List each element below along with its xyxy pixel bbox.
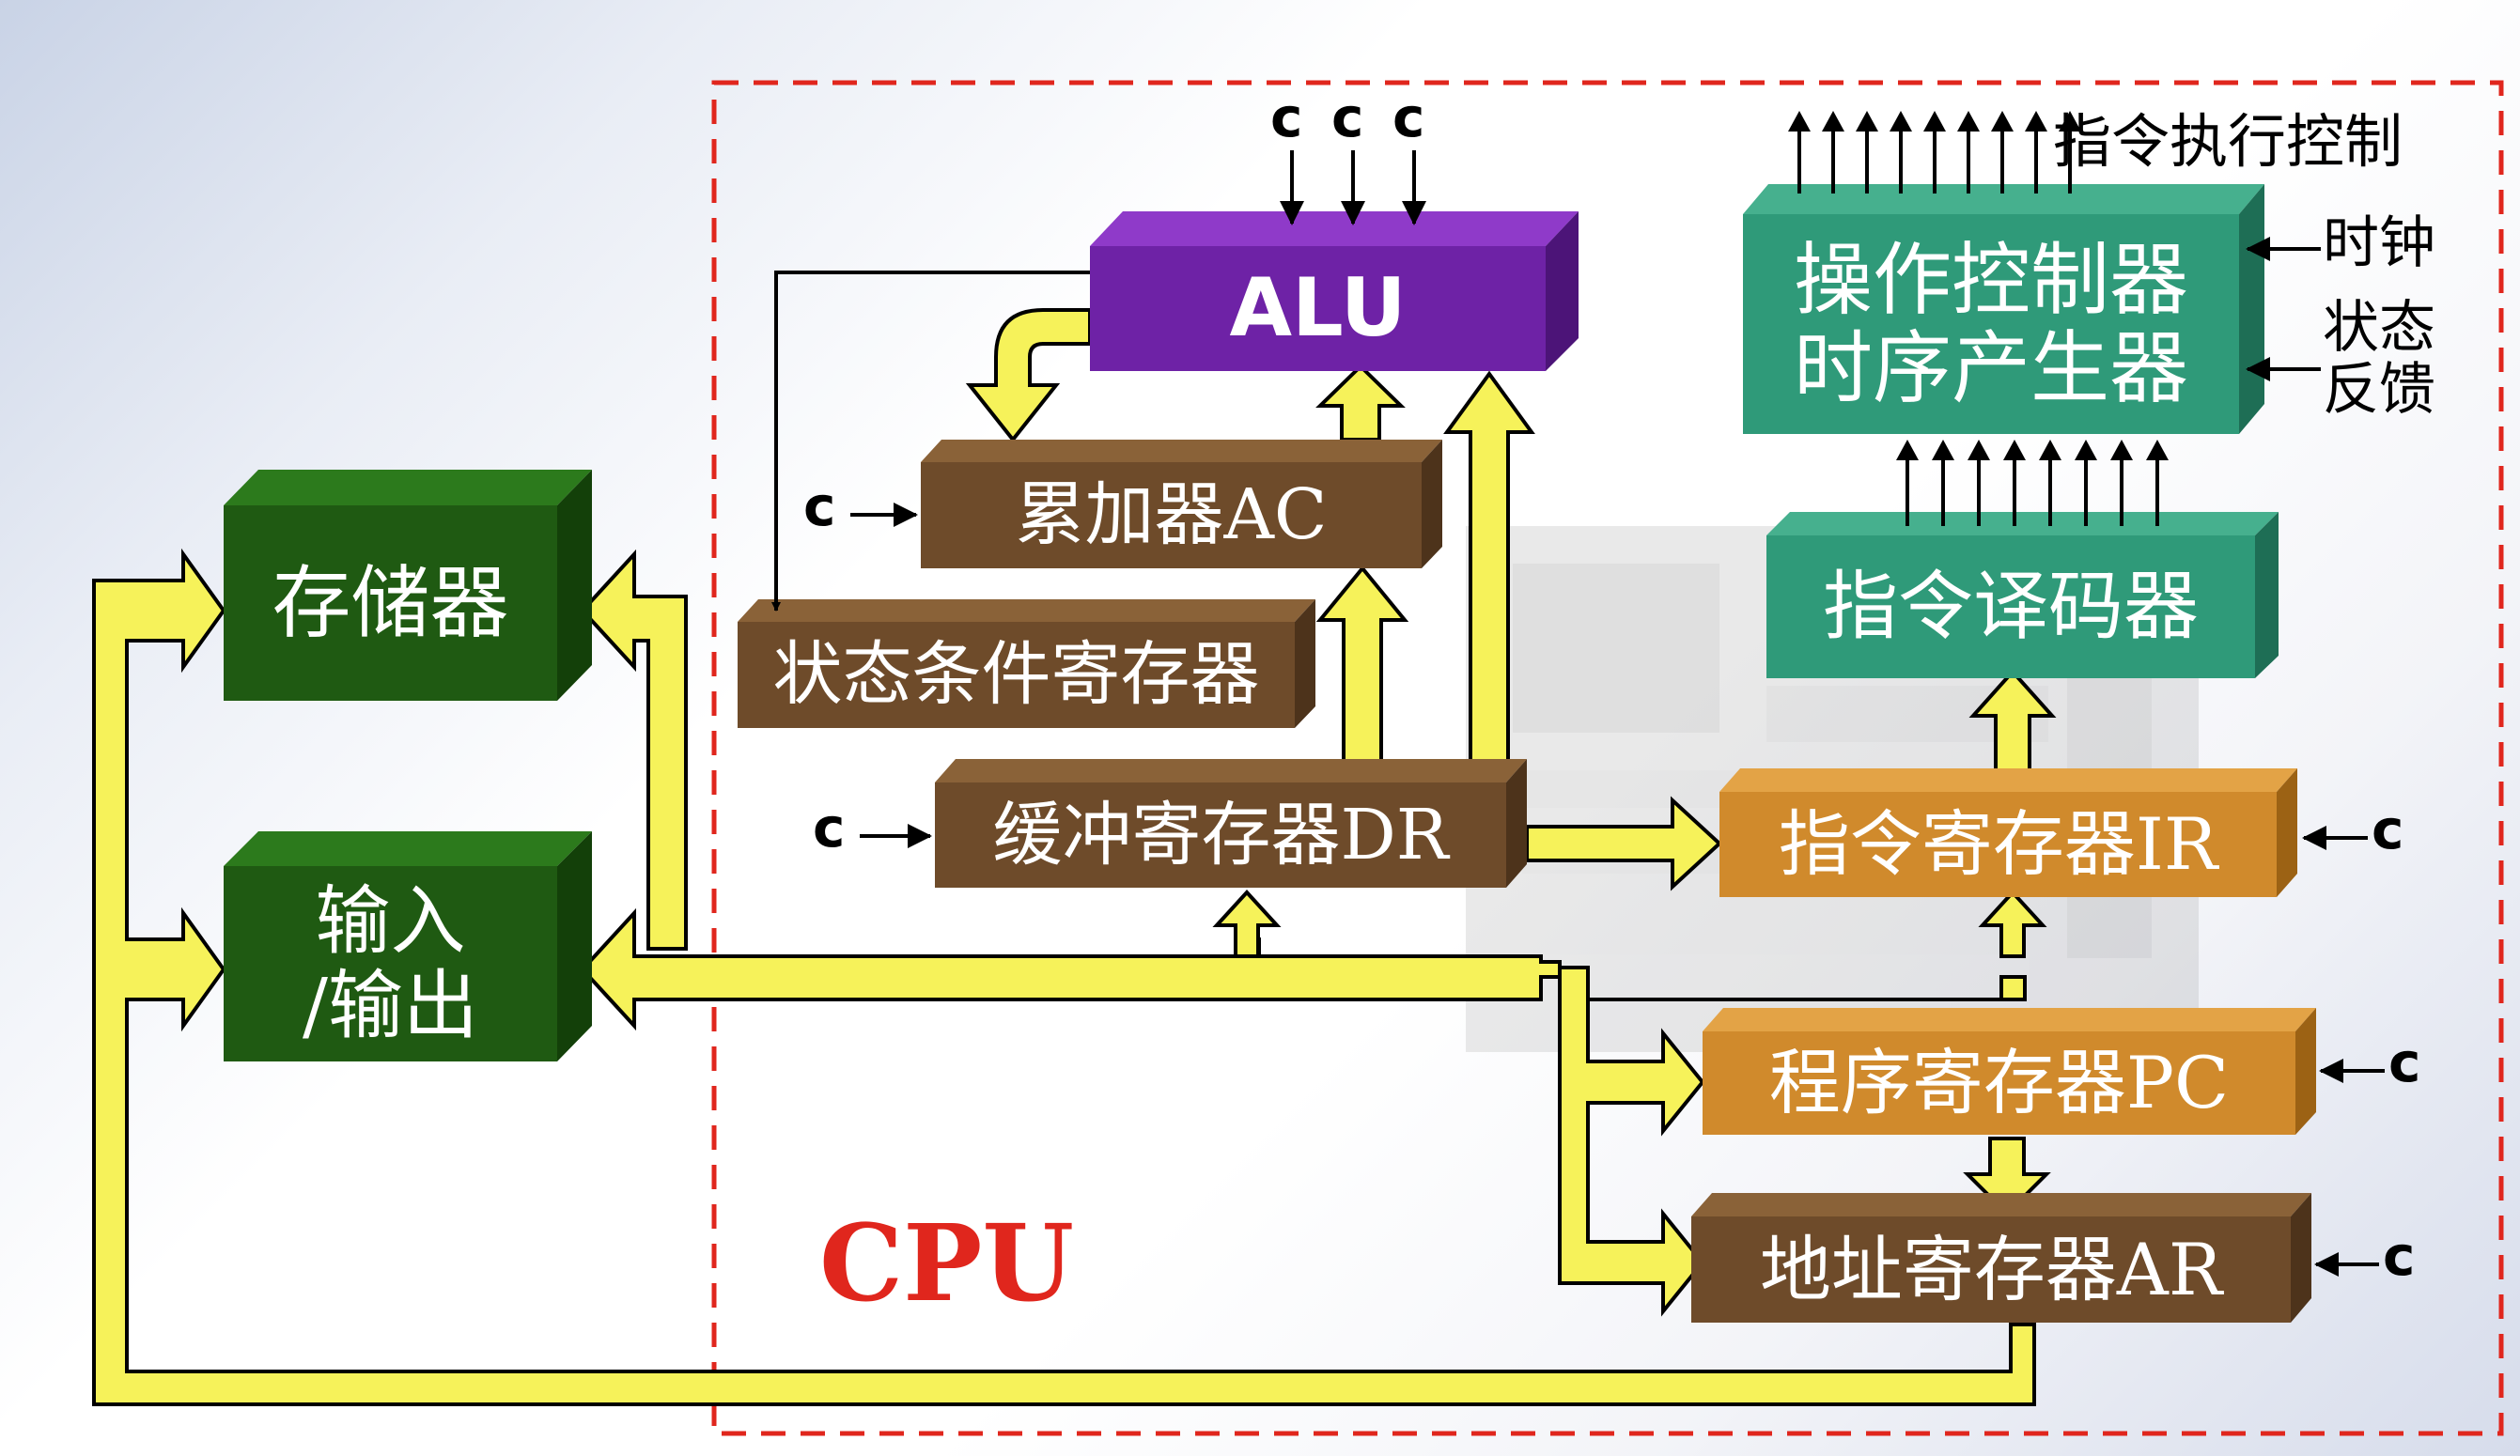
exec-control-arrow-head-7 (1991, 111, 2014, 132)
io-label: 输入 /输出 (224, 866, 557, 1061)
decoder-output-arrow-head-1 (1896, 440, 1919, 460)
cpu-boundary (711, 80, 2504, 1436)
alu-block (1090, 211, 1579, 371)
memory-block (224, 470, 592, 701)
control-lines (771, 150, 2385, 1277)
program-counter-block (1703, 1008, 2316, 1135)
decoder-block (1766, 512, 2279, 678)
ar-control-signal: c (2383, 1224, 2416, 1288)
address-bus (92, 548, 2036, 1406)
status-feedback-label-line1: 状态 (2323, 295, 2435, 361)
alu-to-ac-arrow (965, 308, 1092, 443)
decoder-output-arrow-head-6 (2075, 440, 2097, 460)
controller-label-line1: 操作控制器 (1793, 233, 2188, 326)
exec-control-arrow-head-1 (1788, 111, 1811, 132)
decoder-output-arrow-head-7 (2110, 440, 2133, 460)
exec-control-arrow-head-9 (2059, 111, 2081, 132)
ir-control-signal: c (2372, 798, 2404, 861)
pc-control-signal: c (2388, 1030, 2421, 1094)
alu-control-signal-3: c (1392, 85, 1425, 149)
alu-label: ALU (1229, 261, 1407, 356)
io-label-line2: /输出 (303, 962, 478, 1049)
memory-bus-link (580, 549, 688, 951)
instruction-register-label: 指令寄存器IR (1778, 802, 2218, 887)
accumulator-block (921, 440, 1442, 568)
ac-to-alu-arrow (1315, 364, 1406, 441)
decoder-output-arrow-head-2 (1932, 440, 1954, 460)
memory-label: 存储器 (272, 556, 509, 649)
bus-to-dr-arrow (1212, 890, 1282, 958)
instruction-register-block (1719, 768, 2297, 897)
decoder-output-arrow-head-8 (2146, 440, 2169, 460)
exec-control-arrow-head-4 (1890, 111, 1912, 132)
alu-control-signal-2: c (1331, 85, 1364, 149)
address-register-block (1691, 1193, 2311, 1323)
exec-control-arrow-head-3 (1856, 111, 1878, 132)
data-buses (92, 308, 2057, 1406)
status-feedback-label-line2: 反馈 (2323, 357, 2435, 423)
exec-control-arrow-head-6 (1957, 111, 1980, 132)
bus-to-pc-ar (1558, 966, 1705, 1317)
cpu-label: CPU (819, 1202, 1075, 1325)
clock-label: 时钟 (2323, 210, 2435, 276)
controller-block (1743, 184, 2264, 434)
dr-to-alu-arrow (1443, 370, 1535, 767)
decoder-output-arrow-head-4 (2003, 440, 2026, 460)
ac-control-signal: c (803, 474, 836, 538)
alu-control-signal-1: c (1270, 85, 1303, 149)
address-register-label: 地址寄存器AR (1759, 1227, 2223, 1311)
status-register-block (738, 599, 1315, 728)
exec-control-arrow-head-2 (1822, 111, 1844, 132)
bus-to-ir-arrow (1978, 890, 2047, 958)
io-block (224, 831, 592, 1061)
exec-control-arrows (1788, 111, 2081, 194)
controller-label-line2: 时序产生器 (1793, 322, 2188, 414)
decoder-output-arrow-head-3 (1968, 440, 1990, 460)
accumulator-label: 累加器AC (1015, 474, 1328, 556)
controller-label: 操作控制器 时序产生器 (1743, 214, 2239, 434)
decoder-label: 指令译码器 (1823, 563, 2199, 651)
dr-to-ac-arrow (1315, 565, 1409, 767)
buffer-register-block (935, 759, 1527, 888)
io-label-line1: 输入 (315, 877, 466, 966)
decoder-to-controller-arrows (1896, 440, 2169, 526)
dr-control-signal: c (813, 796, 846, 860)
dr-to-ir-arrow (1525, 796, 1722, 891)
exec-control-arrow-head-5 (1923, 111, 1946, 132)
buffer-register-label: 缓冲寄存器DR (992, 794, 1449, 875)
decoder-output-arrow-head-5 (2039, 440, 2061, 460)
exec-control-label: 指令执行控制 (2053, 107, 2403, 176)
exec-control-arrow-head-8 (2025, 111, 2047, 132)
program-counter-label: 程序寄存器PC (1768, 1041, 2230, 1125)
status-register-label: 状态条件寄存器 (772, 634, 1260, 716)
ir-to-decoder-arrow (1968, 668, 2057, 772)
